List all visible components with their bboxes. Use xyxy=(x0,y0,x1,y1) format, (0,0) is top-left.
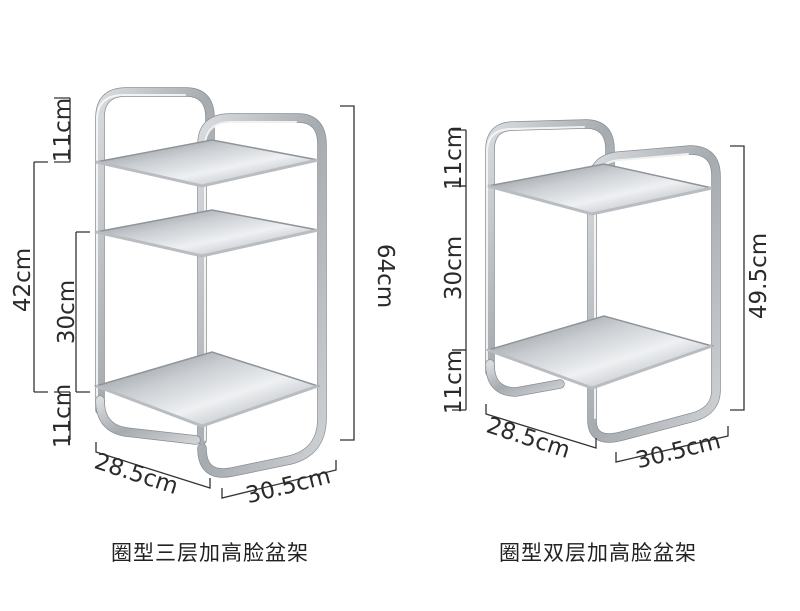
two-tier-middle-gap-label: 30cm xyxy=(441,236,467,300)
two-tier-bottom-gap-label: 11cm xyxy=(441,350,467,414)
two-tier-rack xyxy=(485,119,721,443)
three-tier-rack xyxy=(93,87,327,478)
three-tier-total-left-label: 42cm xyxy=(10,248,36,312)
two-tier-depth-label: 28.5cm xyxy=(483,413,573,464)
two-tier-total-height-label: 49.5cm xyxy=(746,233,772,319)
three-tier-depth-label: 28.5cm xyxy=(91,449,181,500)
three-tier-caption: 圈型三层加高脸盆架 xyxy=(111,541,309,565)
three-tier-middle-gap-label: 30cm xyxy=(54,280,80,344)
three-tier-top-gap-label: 11cm xyxy=(50,98,76,162)
three-tier-dimension-lines xyxy=(33,97,355,499)
three-tier-total-height-label: 64cm xyxy=(372,244,398,308)
two-tier-dimension-lines xyxy=(452,129,745,463)
two-tier-caption: 圈型双层加高脸盆架 xyxy=(499,541,697,565)
two-tier-top-gap-label: 11cm xyxy=(441,126,467,190)
three-tier-bottom-gap-label: 11cm xyxy=(50,384,76,448)
two-tier-width-label: 30.5cm xyxy=(633,428,723,474)
